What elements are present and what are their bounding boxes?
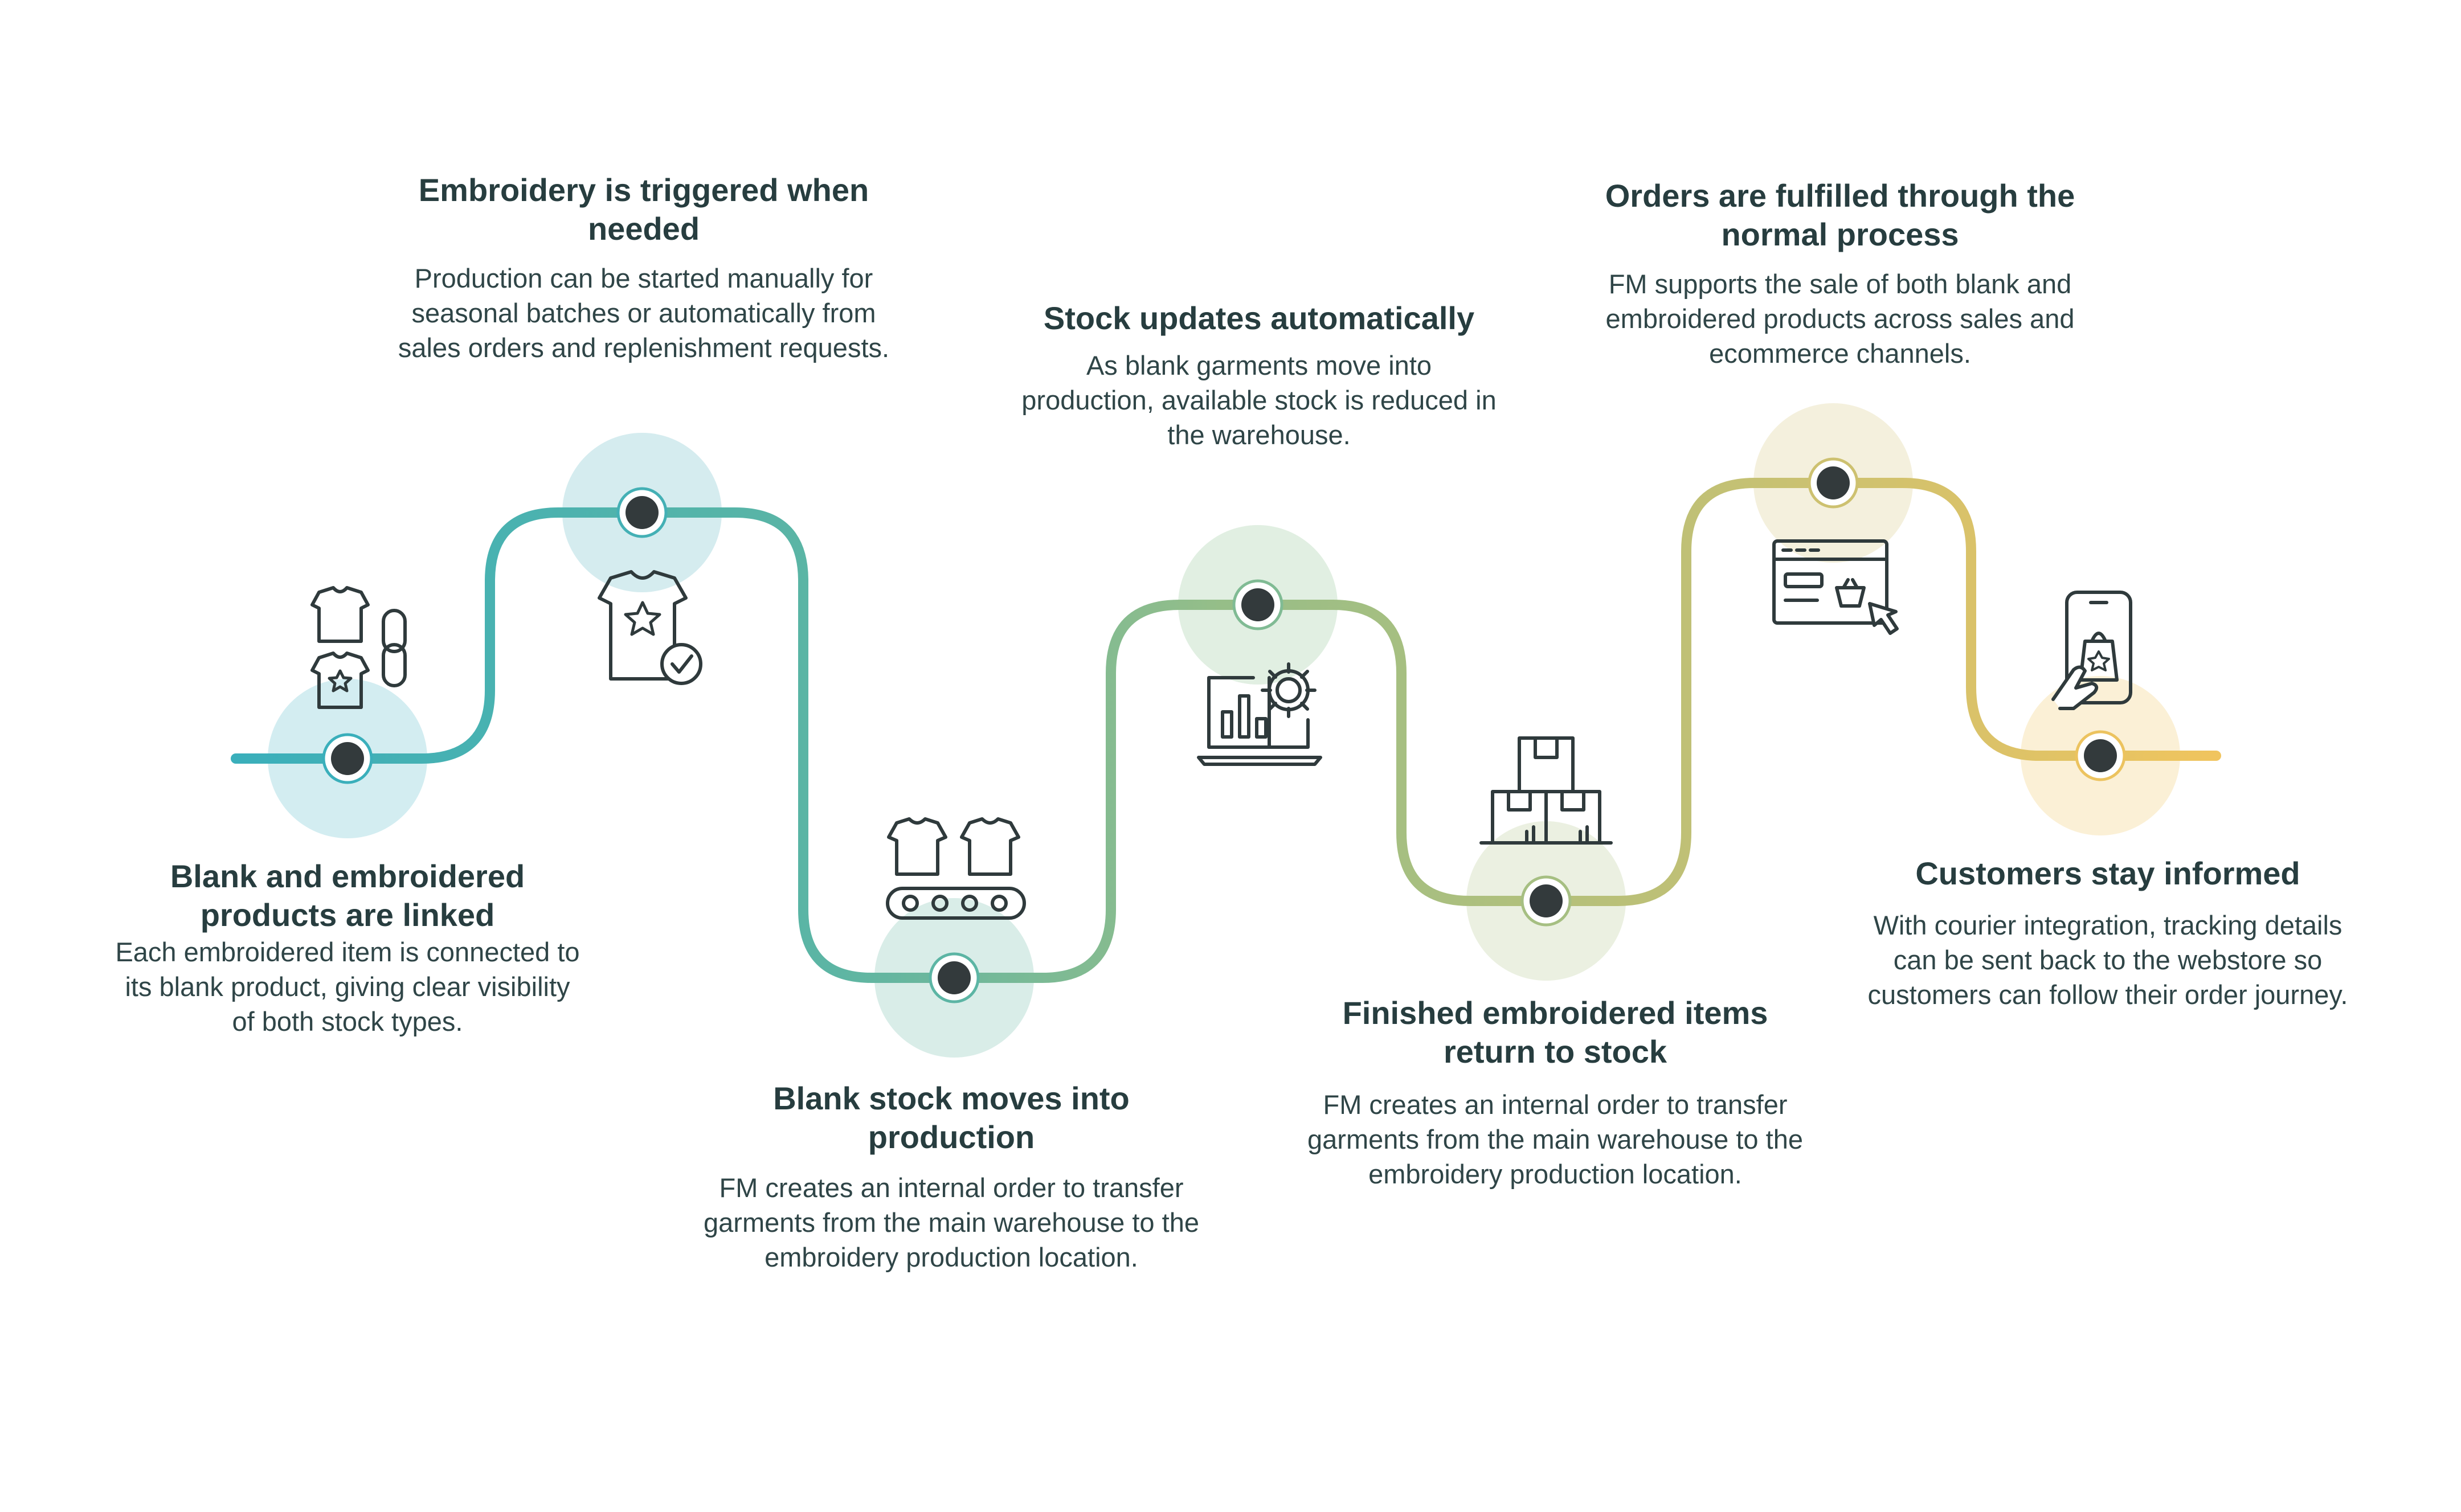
step-7: Customers stay informed With courier int… [1863, 854, 2353, 1012]
phone-shopping-icon [2051, 591, 2132, 710]
node-3 [929, 952, 980, 1003]
step-title: Embroidery is triggered when needed [418, 172, 869, 247]
conveyor-shirts-icon [886, 817, 1026, 920]
step-title: Customers stay informed [1915, 855, 2300, 891]
step-description: Each embroidered item is connected to it… [115, 937, 580, 1036]
step-5: Finished embroidered items return to sto… [1299, 994, 1812, 1191]
step-description: FM creates an internal order to transfer… [704, 1173, 1199, 1272]
stacked-boxes-icon [1479, 736, 1613, 845]
step-description: FM supports the sale of both blank and e… [1605, 269, 2075, 368]
step-title: Blank stock moves into production [773, 1080, 1130, 1155]
step-description: As blank garments move into production, … [1021, 350, 1497, 450]
step-title: Orders are fulfilled through the normal … [1605, 178, 2075, 252]
node-7 [2075, 730, 2126, 781]
step-title: Finished embroidered items return to sto… [1342, 995, 1768, 1070]
nodes [322, 457, 2126, 1003]
step-description: With courier integration, tracking detai… [1867, 910, 2348, 1010]
step-description: Production can be started manually for s… [398, 263, 890, 363]
step-6: Orders are fulfilled through the normal … [1584, 177, 2096, 371]
step-title: Blank and embroidered products are linke… [170, 858, 525, 933]
step-4: Stock updates automatically As blank gar… [1020, 299, 1498, 452]
node-1 [322, 733, 373, 784]
step-title: Stock updates automatically [1043, 300, 1475, 336]
node-6 [1808, 457, 1859, 509]
laptop-chart-gear-icon [1197, 662, 1322, 766]
step-3: Blank stock moves into production FM cre… [695, 1079, 1208, 1275]
webstore-basket-icon [1772, 539, 1899, 635]
step-1: Blank and embroidered products are linke… [114, 857, 581, 1039]
node-5 [1520, 875, 1572, 927]
shirts-link-icon [310, 586, 407, 709]
node-4 [1232, 579, 1283, 630]
step-description: FM creates an internal order to transfer… [1307, 1089, 1803, 1189]
step-2: Embroidery is triggered when needed Prod… [387, 171, 900, 365]
node-2 [616, 487, 668, 538]
star-shirt-check-icon [598, 570, 702, 685]
